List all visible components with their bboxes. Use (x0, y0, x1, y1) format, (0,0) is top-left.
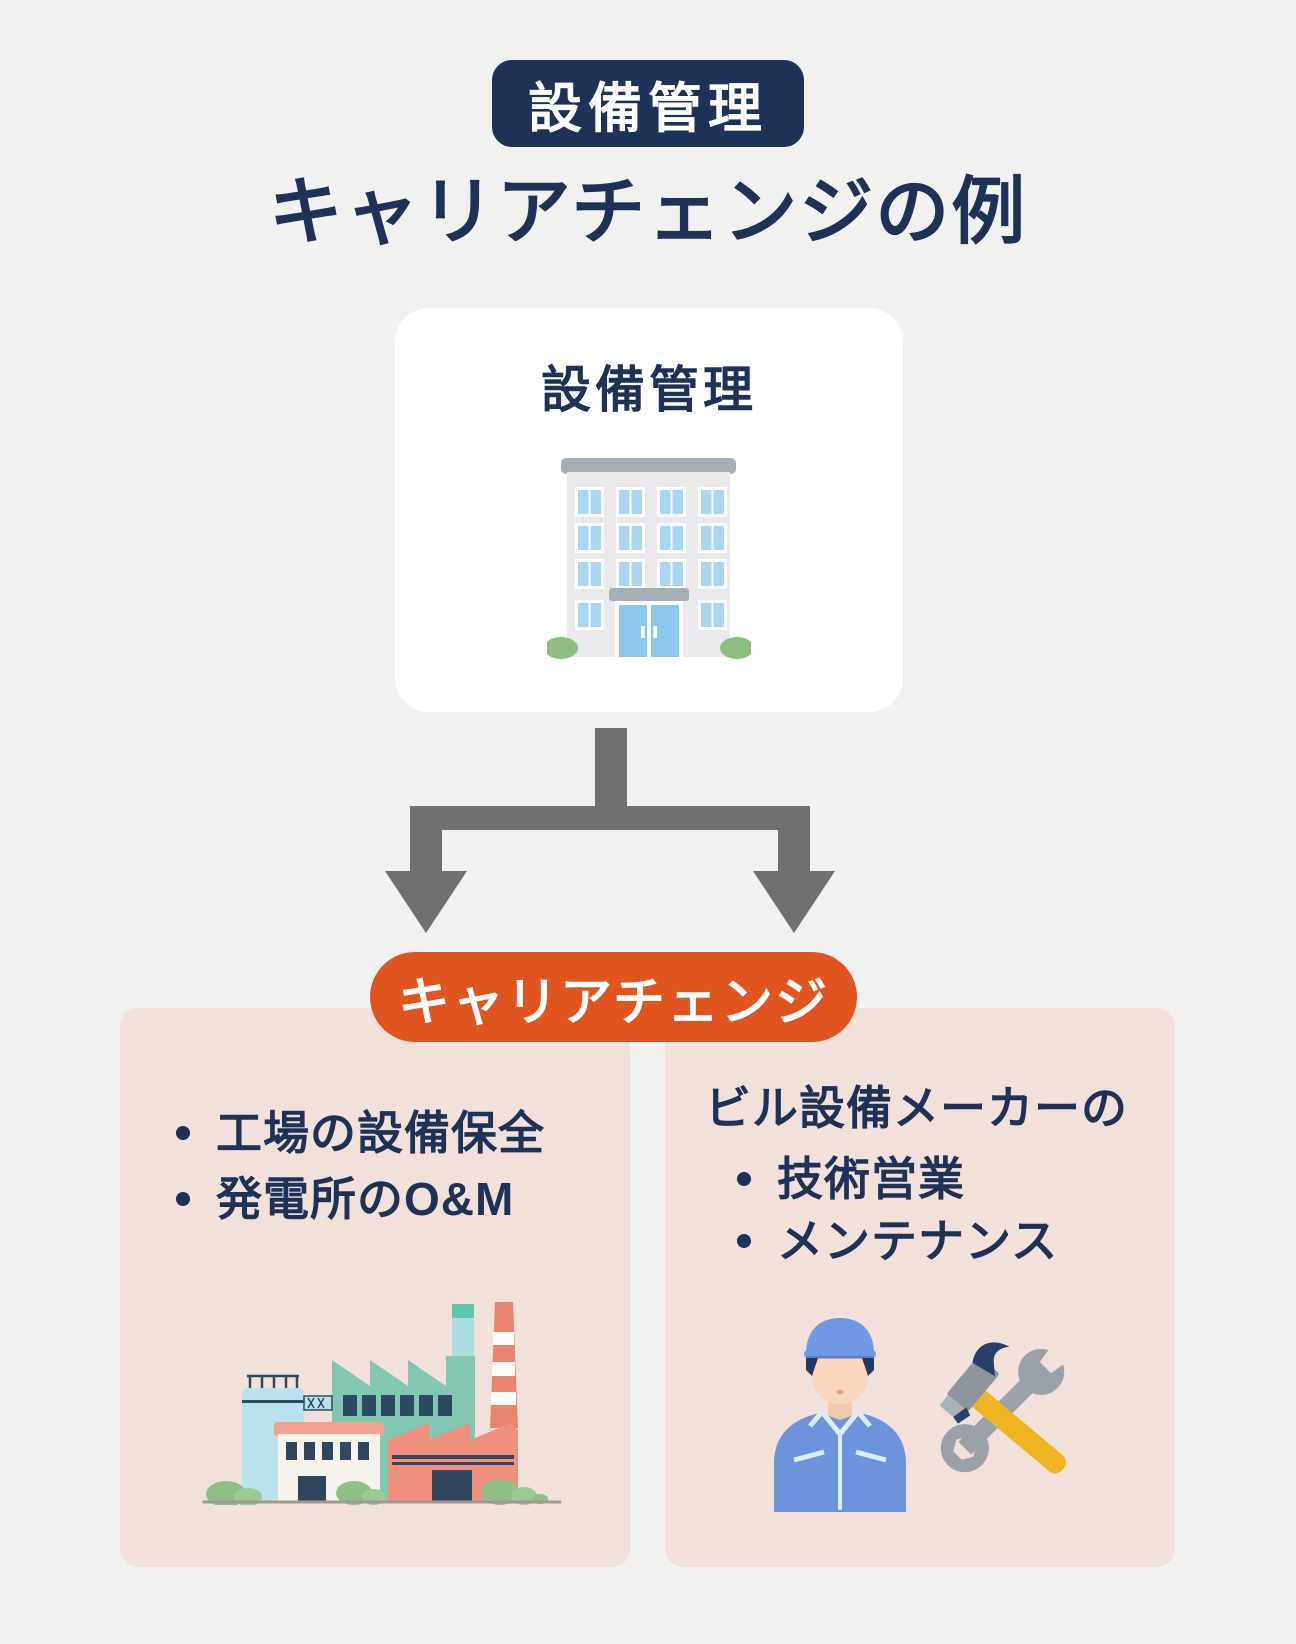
entrance-awning (609, 588, 689, 601)
cap (804, 1318, 876, 1359)
building-windows (575, 487, 727, 630)
card-industrial-career-paths: 工場の設備保全 発電所のO&M (120, 1008, 630, 1567)
source-card-title: 設備管理 (541, 362, 757, 418)
bush (547, 637, 578, 659)
mouth (836, 1389, 844, 1395)
card-heading: ビル設備メーカーの (705, 1082, 1128, 1134)
striped-chimney (490, 1302, 518, 1428)
card-building-manufacturer-paths: ビル設備メーカーの 技術営業 メンテナンス (665, 1008, 1175, 1567)
hammer (940, 1342, 1067, 1474)
split-arrow-icon (385, 728, 835, 933)
bullet-dot (176, 1192, 190, 1206)
bullet-text: 工場の設備保全 (216, 1107, 545, 1159)
hammer-and-wrench-icon (940, 1340, 1073, 1474)
list-item: 工場の設備保全 (176, 1100, 545, 1166)
page-title: キャリアチェンジの例 (268, 170, 1028, 253)
salmon-factory-hall (388, 1423, 518, 1502)
list-item: 発電所のO&M (176, 1166, 545, 1232)
right-bullet-list: 技術営業 メンテナンス (737, 1148, 1058, 1272)
bullet-dot (737, 1172, 751, 1186)
bush (720, 637, 751, 659)
career-change-pill: キャリアチェンジ (370, 952, 857, 1042)
left-bullet-list: 工場の設備保全 発電所のO&M (176, 1100, 545, 1232)
bullet-text: 発電所のO&M (216, 1173, 515, 1225)
bullet-text: メンテナンス (777, 1215, 1059, 1267)
category-badge: 設備管理 (492, 60, 804, 147)
uniform-details (793, 1410, 887, 1510)
list-item: 技術営業 (737, 1148, 1058, 1210)
source-card: 設備管理 (395, 308, 903, 712)
wrench (940, 1340, 1073, 1473)
bullet-dot (176, 1126, 190, 1140)
list-item: メンテナンス (737, 1210, 1058, 1272)
bullet-text: 技術営業 (777, 1153, 965, 1205)
factory-icon (202, 1302, 562, 1505)
entrance-door (615, 601, 683, 657)
hair (806, 1358, 874, 1376)
bullet-dot (737, 1234, 751, 1248)
maintenance-worker-icon (774, 1318, 906, 1512)
face (812, 1354, 868, 1404)
office-building-icon (547, 458, 751, 659)
pipe (303, 1395, 333, 1411)
